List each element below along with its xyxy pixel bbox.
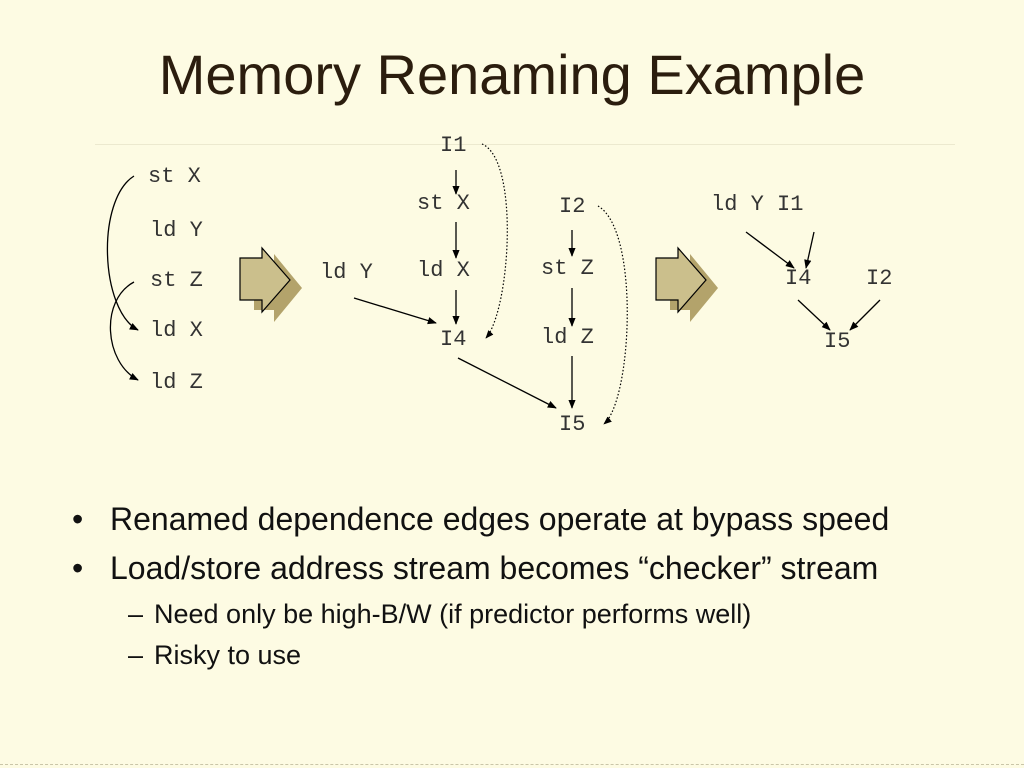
collapsed-node-i5: I5 — [824, 329, 851, 354]
fat-right-arrow-icon — [239, 246, 302, 322]
code-line-ld-y: ld Y — [150, 218, 203, 243]
collapsed-node-i4: I4 — [785, 266, 812, 291]
footer-divider — [0, 764, 1024, 766]
fat-right-arrow-icon — [655, 246, 718, 322]
bullet-marker: • — [72, 501, 84, 537]
bullet-item: • Renamed dependence edges operate at by… — [72, 500, 972, 539]
sub-bullet-item: – Need only be high-B/W (if predictor pe… — [72, 598, 972, 631]
slide-title: Memory Renaming Example — [158, 43, 866, 106]
collapsed-edge-ld-y-i4 — [745, 231, 795, 269]
node-i1: I1 — [440, 133, 467, 158]
title-divider — [95, 144, 955, 145]
node-i5: I5 — [559, 412, 586, 437]
bullet-text: Renamed dependence edges operate at bypa… — [110, 501, 890, 537]
node-st-x: st X — [417, 191, 470, 216]
code-line-st-x: st X — [148, 164, 201, 189]
arc-st-z-to-ld-z — [109, 281, 139, 381]
collapsed-edge-i1-i4 — [804, 231, 815, 269]
collapsed-edge-i4-i5 — [797, 299, 831, 331]
sub-bullet-marker: – — [128, 640, 144, 670]
node-ld-x: ld X — [417, 258, 470, 283]
bullet-text: Load/store address stream becomes “check… — [110, 550, 879, 587]
edge-i4-i5 — [457, 357, 557, 409]
dotted-edge-i2-i5 — [597, 205, 628, 425]
sub-bullet-text: Need only be high-B/W (if predictor perf… — [154, 599, 752, 630]
sub-bullet-marker: – — [128, 599, 144, 630]
edge-ld-y-i4 — [353, 297, 437, 325]
sub-bullet-item: – Risky to use — [72, 639, 972, 672]
arc-st-x-to-ld-x — [106, 175, 139, 331]
bullet-marker: • — [72, 550, 84, 587]
code-line-ld-x: ld X — [150, 318, 203, 343]
collapsed-node-i2: I2 — [866, 266, 893, 291]
bullet-list: • Renamed dependence edges operate at by… — [72, 500, 972, 672]
node-i4: I4 — [440, 327, 467, 352]
node-ld-y: ld Y — [320, 260, 373, 285]
bullet-item: • Load/store address stream becomes “che… — [72, 549, 972, 588]
sub-bullet-text: Risky to use — [154, 640, 302, 670]
dotted-edge-i1-i4 — [481, 143, 508, 339]
code-line-st-z: st Z — [150, 268, 203, 293]
node-ld-z: ld Z — [541, 325, 594, 350]
collapsed-edge-i2-i5 — [849, 299, 881, 331]
dependence-diagram — [106, 143, 881, 425]
code-line-ld-z: ld Z — [150, 370, 203, 395]
collapsed-node-ld-y-i1: ld Y I1 — [711, 192, 804, 217]
node-st-z: st Z — [541, 256, 594, 281]
node-i2: I2 — [559, 194, 586, 219]
